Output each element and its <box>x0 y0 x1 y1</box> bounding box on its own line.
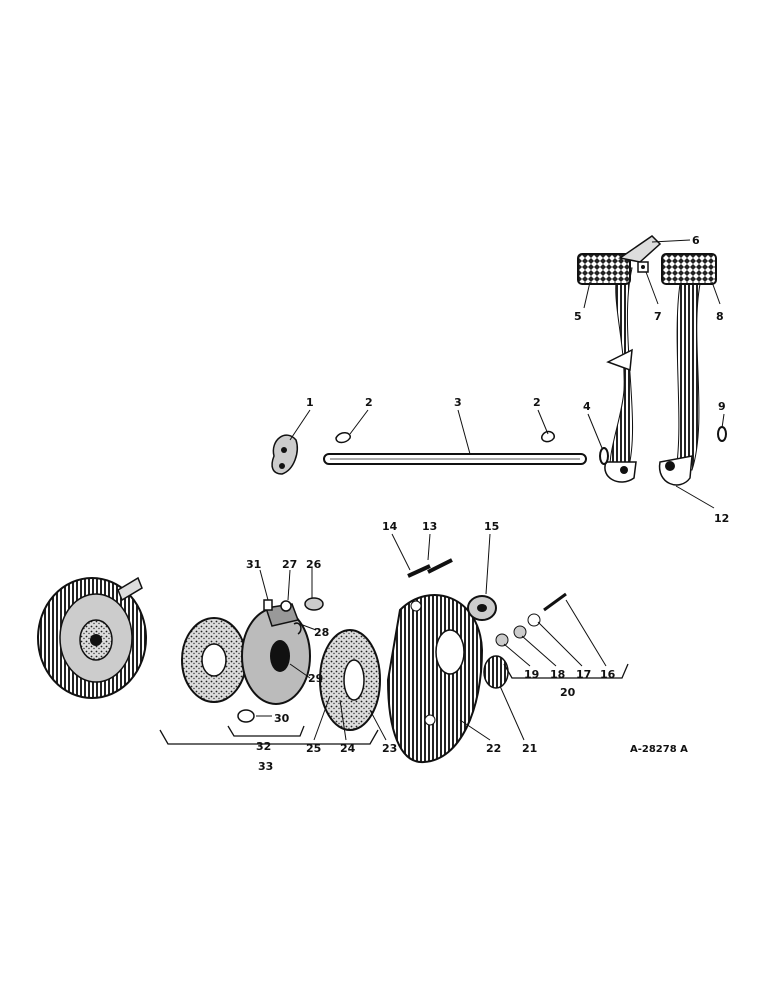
link-and-springs <box>263 597 324 635</box>
callout-28: 28 <box>314 626 329 639</box>
callout-26: 26 <box>306 558 322 571</box>
lock-nut <box>637 261 649 273</box>
callout-4: 4 <box>583 400 591 413</box>
callout-27: 27 <box>282 558 297 571</box>
brake-disc-outer <box>181 617 247 703</box>
callout-20: 20 <box>560 686 576 699</box>
callout-24: 24 <box>340 742 356 755</box>
callout-2a: 2 <box>365 396 373 409</box>
brake-housing-assembled <box>37 576 147 699</box>
callout-21: 21 <box>522 742 537 755</box>
callout-23: 23 <box>382 742 397 755</box>
bushing <box>467 595 497 621</box>
callout-6: 6 <box>692 234 700 247</box>
group-brackets <box>159 663 629 745</box>
callout-5: 5 <box>574 310 582 323</box>
callout-32: 32 <box>256 740 271 753</box>
brake-cross-shaft <box>323 453 587 465</box>
pedal-washer-left <box>599 447 609 465</box>
cotter-key-left <box>335 432 351 444</box>
plug <box>483 655 509 689</box>
callout-16: 16 <box>600 668 616 681</box>
brake-disc-inner <box>319 629 381 731</box>
callout-13: 13 <box>422 520 437 533</box>
callout-labels: 1 2 3 2 4 5 6 7 8 9 12 13 14 15 16 17 18… <box>246 234 729 773</box>
adjusting-parts <box>495 592 567 647</box>
pedal-washer-right <box>717 426 727 442</box>
actuating-disc <box>241 603 311 705</box>
callout-30: 30 <box>274 712 290 725</box>
left-brake-pedal <box>577 253 637 483</box>
callout-1: 1 <box>306 396 314 409</box>
callout-18: 18 <box>550 668 565 681</box>
callout-14: 14 <box>382 520 398 533</box>
callout-3: 3 <box>454 396 462 409</box>
callout-33: 33 <box>258 760 273 773</box>
callout-31: 31 <box>246 558 261 571</box>
callout-15: 15 <box>484 520 499 533</box>
shaft-bracket <box>271 434 298 475</box>
callout-25: 25 <box>306 742 321 755</box>
callout-8: 8 <box>716 310 724 323</box>
pedal-lock-pawl <box>618 235 662 263</box>
leader-lines <box>256 239 725 741</box>
brake-cover <box>386 594 484 764</box>
callout-29: 29 <box>308 672 323 685</box>
springs <box>407 558 453 578</box>
callout-2b: 2 <box>533 396 541 409</box>
steel-ball <box>237 709 255 723</box>
callout-17: 17 <box>576 668 591 681</box>
callout-19: 19 <box>524 668 539 681</box>
callout-7: 7 <box>654 310 662 323</box>
callout-22: 22 <box>486 742 501 755</box>
callout-12: 12 <box>714 512 729 525</box>
callout-9: 9 <box>718 400 726 413</box>
reference-code: A-28278 A <box>630 744 688 755</box>
right-brake-pedal <box>658 253 717 486</box>
